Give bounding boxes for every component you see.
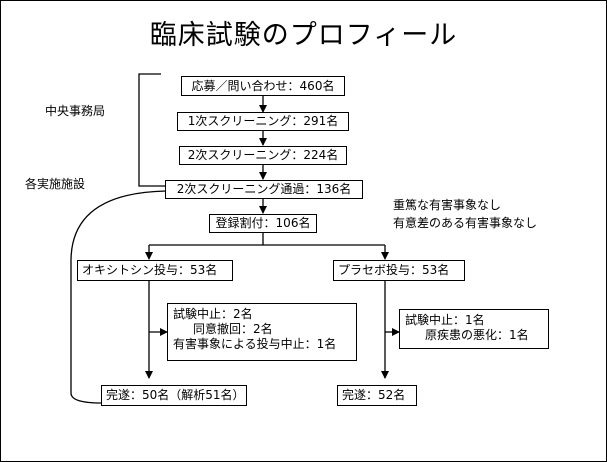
central-office-label: 中央事務局 <box>45 104 106 118</box>
placebo-dropout-line-1: 試験中止：1名 <box>405 313 485 327</box>
screening2-box: 2次スクリーニング：224名 <box>179 146 347 165</box>
note-line-2: 有意差のある有害事象なし <box>393 216 538 230</box>
note-line-1: 重篤な有害事象なし <box>393 198 502 212</box>
applicants-box: 応募／問い合わせ：460名 <box>181 76 345 96</box>
enrolled-box: 登録割付：106名 <box>209 214 317 233</box>
oxytocin-dropout-box: 試験中止：2名 同意撤回：2名 有害事象による投与中止：1名 <box>167 303 357 361</box>
oxytocin-dropout-line-1: 試験中止：2名 <box>173 307 253 321</box>
each-site-label: 各実施施設 <box>25 177 86 191</box>
each-site-bracket <box>70 190 167 404</box>
oxytocin-arm-box: オキシトシン投与：53名 <box>77 260 233 281</box>
placebo-arm-box: プラセボ投与：53名 <box>333 260 465 281</box>
oxytocin-completed-box: 完遂：50名（解析51名） <box>101 385 247 406</box>
placebo-dropout-line-2: 原疾患の悪化：1名 <box>425 328 529 342</box>
placebo-dropout-box: 試験中止：1名 原疾患の悪化：1名 <box>399 309 549 349</box>
placebo-completed-box: 完遂：52名 <box>337 385 417 406</box>
oxytocin-dropout-line-3: 有害事象による投与中止：1名 <box>173 337 337 351</box>
central-office-bracket <box>138 73 166 187</box>
page-title: 臨床試験のプロフィール <box>149 20 458 51</box>
screening1-box: 1次スクリーニング：291名 <box>177 112 349 131</box>
screening2-passed-box: 2次スクリーニング通過：136名 <box>165 180 363 199</box>
oxytocin-dropout-line-2: 同意撤回：2名 <box>193 322 273 336</box>
